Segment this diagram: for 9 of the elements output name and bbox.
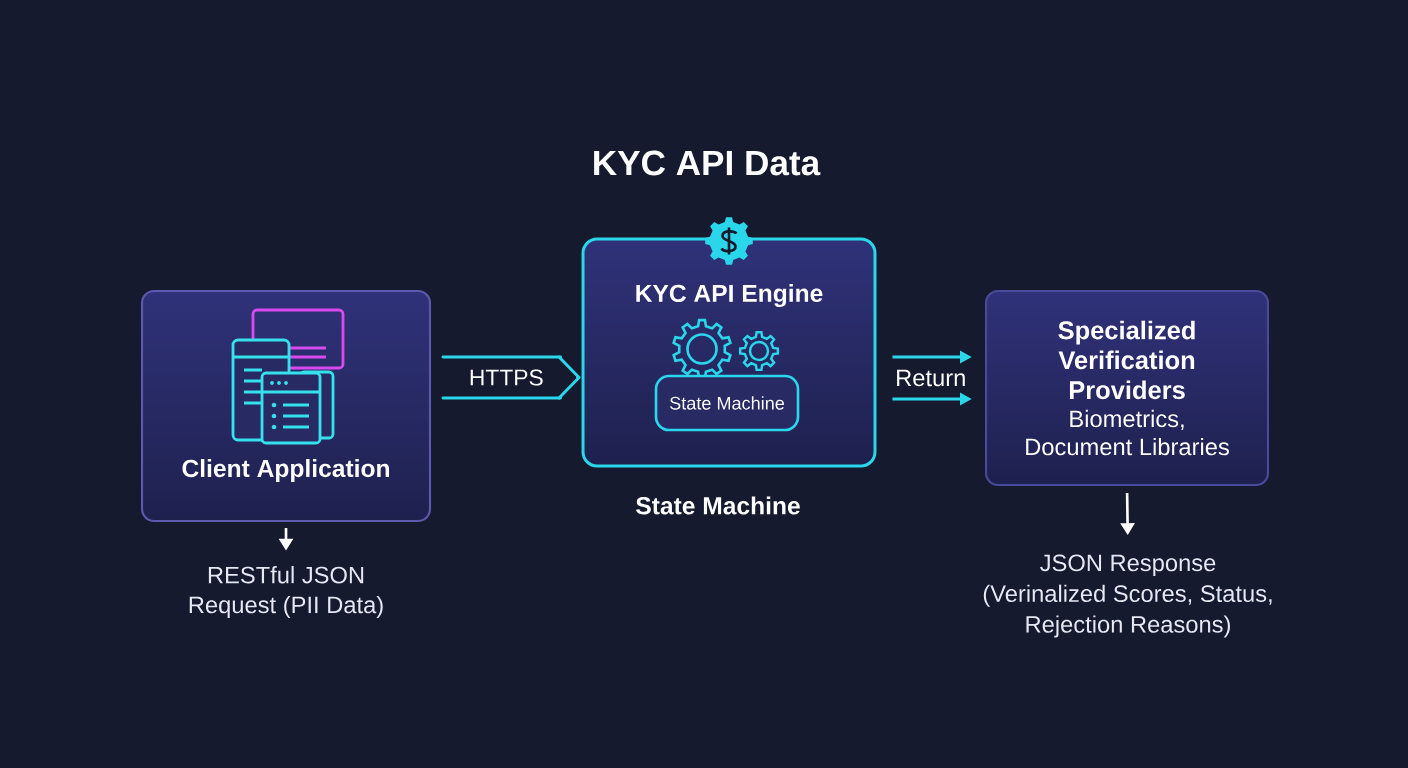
process-box: Specialized Verification Providers Biometrics, Document Libraries: [985, 289, 1270, 487]
process-box: State Machine: [654, 374, 800, 432]
note-text: JSON Response (Verinalized Scores, Status, Rejection Reasons): [983, 554, 1272, 638]
block-arrow: [441, 355, 581, 400]
node-label: State Machine: [636, 496, 800, 515]
edge-label: Return: [892, 367, 969, 389]
edge-label: HTTPS: [466, 366, 547, 389]
title: KYC API Data: [594, 150, 821, 176]
note-text: RESTful JSON Request (PII Data): [189, 566, 383, 618]
